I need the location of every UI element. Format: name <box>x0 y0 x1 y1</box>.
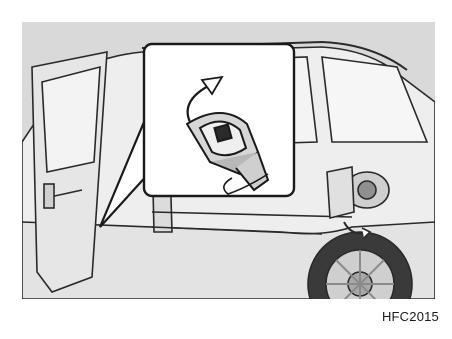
car-illustration-icon <box>22 22 435 299</box>
fuel-door-release-lever-callout-icon <box>144 44 294 196</box>
illustration-panel <box>22 22 435 299</box>
figure-code: HFC2015 <box>382 309 439 324</box>
